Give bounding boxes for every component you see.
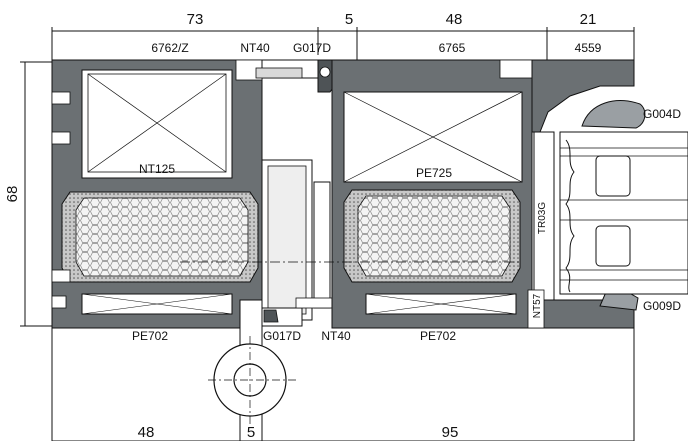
label-6762z: 6762/Z — [151, 41, 188, 55]
left-frame-profile — [51, 59, 263, 329]
upper-gasket-shape — [581, 100, 646, 129]
hinge-circle — [208, 336, 298, 424]
label-pe725: PE725 — [416, 166, 452, 180]
label-g009d: G009D — [643, 299, 681, 313]
dim-bottom-48: 48 — [138, 424, 155, 441]
dim-bottom-5: 5 — [247, 424, 255, 441]
label-nt40-bottom: NT40 — [321, 329, 351, 343]
label-nt40-top: NT40 — [240, 41, 270, 55]
label-g017d-bottom: G017D — [263, 329, 301, 343]
dim-top-5: 5 — [345, 11, 353, 28]
center-connector — [239, 59, 341, 409]
label-nt125: NT125 — [139, 162, 175, 176]
label-nt57: NT57 — [532, 293, 543, 318]
label-g017d-top: G017D — [293, 41, 331, 55]
glazing-bead — [527, 59, 635, 329]
glass-unit — [559, 131, 688, 295]
dim-top-21: 21 — [580, 11, 597, 28]
dim-bottom-95: 95 — [442, 424, 459, 441]
label-pe702-right: PE702 — [420, 329, 456, 343]
label-pe702-left: PE702 — [132, 329, 168, 343]
right-sash-profile — [331, 59, 533, 329]
dim-top-48: 48 — [446, 11, 463, 28]
dim-top-73: 73 — [187, 11, 204, 28]
label-4559: 4559 — [575, 41, 602, 55]
top-dimension-chain — [51, 27, 635, 85]
label-g004d: G004D — [643, 107, 681, 121]
label-tr03g: TR03G — [537, 202, 548, 234]
dim-left-68: 68 — [4, 186, 21, 203]
label-6765: 6765 — [439, 41, 466, 55]
